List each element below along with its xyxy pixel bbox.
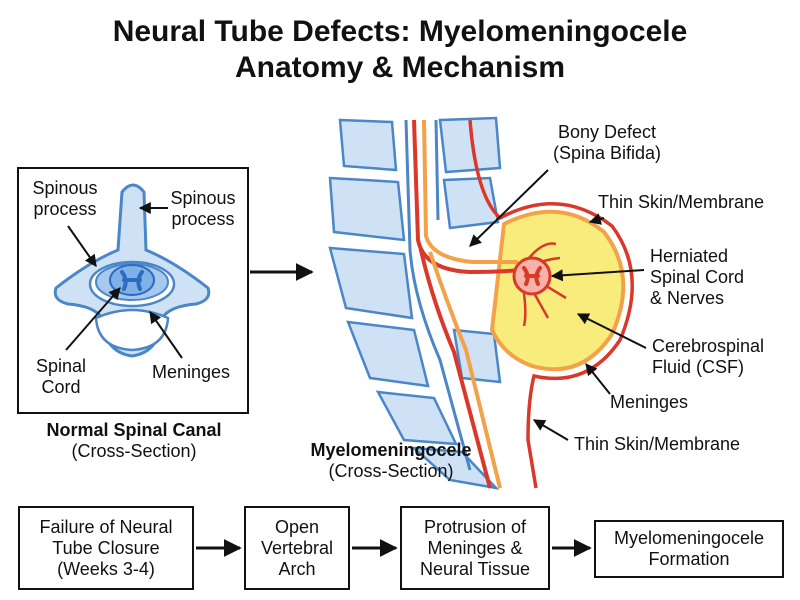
label-herniated: Herniated Spinal Cord & Nerves (650, 246, 745, 308)
mmc-caption: Myelomeningocele (Cross-Section) (286, 440, 496, 482)
arrow-bony-defect (469, 169, 549, 247)
flow-step-protrusion: Protrusion of Meninges & Neural Tissue (400, 506, 550, 590)
arrow-csf (576, 313, 647, 349)
normal-caption-title: Normal Spinal Canal (46, 420, 222, 440)
mmc-posterior-arch-3 (452, 328, 502, 384)
normal-cord-grey-matter (120, 270, 144, 291)
label-thin-skin-bottom: Thin Skin/Membrane (574, 434, 741, 454)
mmc-spinal-cord-outer (412, 119, 521, 489)
label-normal-meninges: Meninges (152, 362, 231, 382)
mmc-caption-title: Myelomeningocele (310, 440, 472, 460)
title-line-1: Neural Tube Defects: Myelomeningocele (112, 15, 688, 48)
label-mmc-meninges: Meninges (610, 392, 689, 412)
mmc-vertebra-3 (328, 246, 414, 320)
label-spinal-cord: Spinal Cord (35, 356, 87, 397)
mmc-skin-membrane (468, 119, 634, 489)
title-line-2: Anatomy & Mechanism (234, 51, 566, 84)
flow-step-mmc-formation: Myelomeningocele Formation (594, 520, 784, 578)
arrow-herniated (550, 269, 645, 282)
mmc-sacrum (410, 446, 500, 490)
arrow-spinous-left (67, 225, 97, 267)
arrow-spinal-cord (65, 287, 121, 351)
mmc-vertebra-2 (328, 176, 406, 242)
mmc-vertebra-4 (346, 320, 430, 388)
mmc-spinal-cord-inner (422, 119, 518, 489)
mmc-caption-sub: (Cross-Section) (328, 461, 454, 481)
flow-step-failure-of-closure: Failure of Neural Tube Closure (Weeks 3-… (18, 506, 194, 590)
flow-step-open-arch: Open Vertebral Arch (244, 506, 350, 590)
label-thin-skin-top: Thin Skin/Membrane (598, 192, 765, 212)
label-spinous-process-right: Spinous process (170, 188, 236, 229)
label-bony-defect: Bony Defect (Spina Bifida) (552, 122, 662, 163)
mmc-vertebra-1 (338, 118, 398, 172)
arrow-mmc-meninges (585, 363, 611, 395)
mmc-sac-csf (489, 209, 626, 372)
arrow-thin-skin-bottom (532, 419, 569, 441)
mmc-vertebra-5 (375, 390, 459, 446)
mmc-herniated-grey-matter (522, 266, 542, 286)
label-csf: Cerebrospinal Fluid (CSF) (652, 336, 765, 377)
label-spinous-process-left: Spinous process (32, 178, 98, 219)
mmc-posterior-arch-1 (438, 116, 502, 174)
mmc-canal-wall (404, 119, 472, 471)
normal-caption-sub: (Cross-Section) (71, 441, 197, 461)
normal-caption: Normal Spinal Canal (Cross-Section) (18, 420, 250, 462)
arrow-thin-skin-top (588, 213, 605, 225)
page-title: Neural Tube Defects: Myelomeningocele An… (0, 14, 800, 86)
arrow-normal-meninges (149, 311, 183, 359)
